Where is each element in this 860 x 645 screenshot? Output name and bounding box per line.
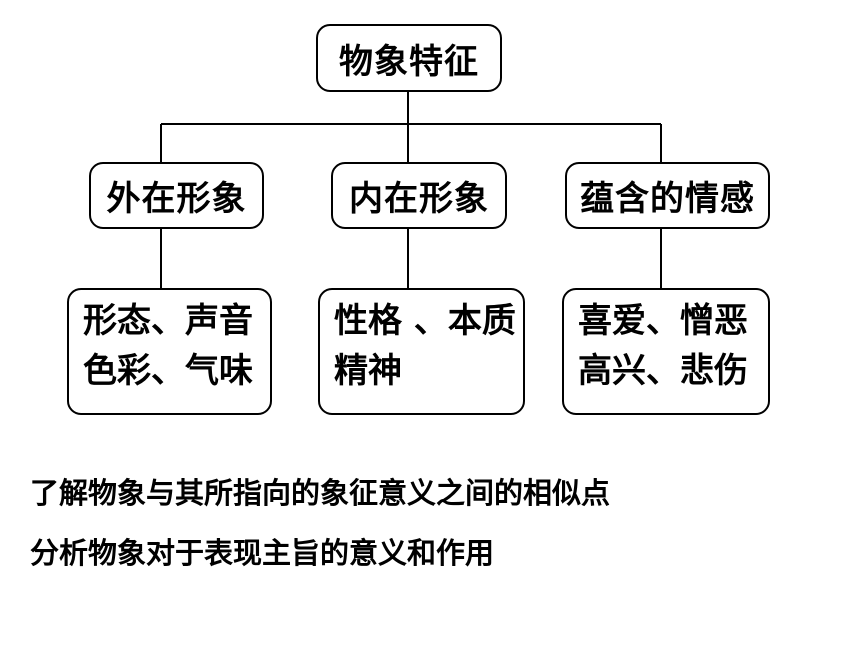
leaf-line: 色彩、气味 xyxy=(83,351,253,391)
leaf-line: 形态、声音 xyxy=(83,301,253,341)
note-similarity: 了解物象与其所指向的象征意义之间的相似点 xyxy=(30,476,611,510)
leaf-node-inner-image: 性格 、本质 精神 xyxy=(318,288,525,415)
branch-node-emotion: 蕴含的情感 xyxy=(565,162,770,229)
leaf-line: 精神 xyxy=(334,351,402,391)
leaf-line: 高兴、悲伤 xyxy=(578,351,748,391)
branch-node-inner-image: 内在形象 xyxy=(331,162,507,229)
leaf-line: 性格 、本质 xyxy=(334,301,516,341)
leaf-node-outer-image: 形态、声音 色彩、气味 xyxy=(67,288,272,415)
leaf-line: 喜爱、憎恶 xyxy=(578,301,748,341)
branch-node-outer-image: 外在形象 xyxy=(89,162,264,229)
note-function: 分析物象对于表现主旨的意义和作用 xyxy=(30,536,495,570)
root-node: 物象特征 xyxy=(316,24,502,92)
leaf-node-emotion: 喜爱、憎恶 高兴、悲伤 xyxy=(562,288,770,415)
